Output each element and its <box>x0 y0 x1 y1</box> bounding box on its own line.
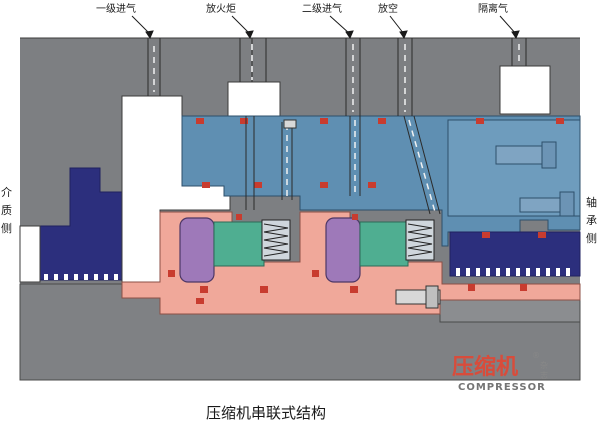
watermark-magazine-2: 志 <box>540 370 548 380</box>
lock-nut <box>395 285 441 309</box>
stator-ring-primary <box>213 221 265 267</box>
flare-port-cavity <box>227 81 281 117</box>
gas-passage-dashes <box>153 44 520 213</box>
label-bearing-side-3: 侧 <box>586 232 597 245</box>
spring-primary <box>261 219 291 261</box>
rotor-ring-primary <box>179 217 215 283</box>
process-side-white-block <box>19 225 41 283</box>
bolt-upper <box>495 141 557 169</box>
gas-passage-lines <box>147 38 527 215</box>
rotor-ring-secondary <box>325 217 361 283</box>
watermark-english: COMPRESSOR <box>458 382 546 393</box>
watermark-magazine-1: 杂 <box>540 361 548 370</box>
label-secondary-inlet: 二级进气 <box>302 2 342 15</box>
label-flare-vent: 放火炬 <box>206 2 236 15</box>
labyrinth-left <box>39 167 123 281</box>
label-separation-gas: 隔离气 <box>478 2 508 15</box>
watermark-registered: ® <box>532 351 540 360</box>
label-process-side-2: 质 <box>1 204 12 217</box>
magazine-watermark: 压缩机 ® 杂 志 COMPRESSOR <box>452 351 548 393</box>
labyrinth-teeth-left <box>44 274 118 280</box>
spring-secondary <box>405 219 435 261</box>
label-primary-inlet: 一级进气 <box>96 2 136 15</box>
label-bearing-side-1: 轴 <box>586 195 597 209</box>
label-bearing-side-2: 承 <box>586 214 597 227</box>
label-arrows <box>131 15 520 40</box>
label-atmospheric-vent: 放空 <box>378 2 398 15</box>
flare-vent-plug <box>283 119 297 129</box>
labyrinth-teeth-right <box>456 268 570 276</box>
figure-caption: 压缩机串联式结构 <box>206 404 326 422</box>
watermark-chinese: 压缩机 <box>452 354 518 380</box>
separation-port-cavity <box>499 65 551 115</box>
shaft-step-right <box>439 299 581 323</box>
bolt-lower <box>519 191 575 217</box>
label-process-side-1: 介 <box>1 186 12 199</box>
label-process-side-3: 侧 <box>1 222 12 235</box>
o-rings <box>168 118 564 304</box>
stator-ring-secondary <box>359 221 409 267</box>
